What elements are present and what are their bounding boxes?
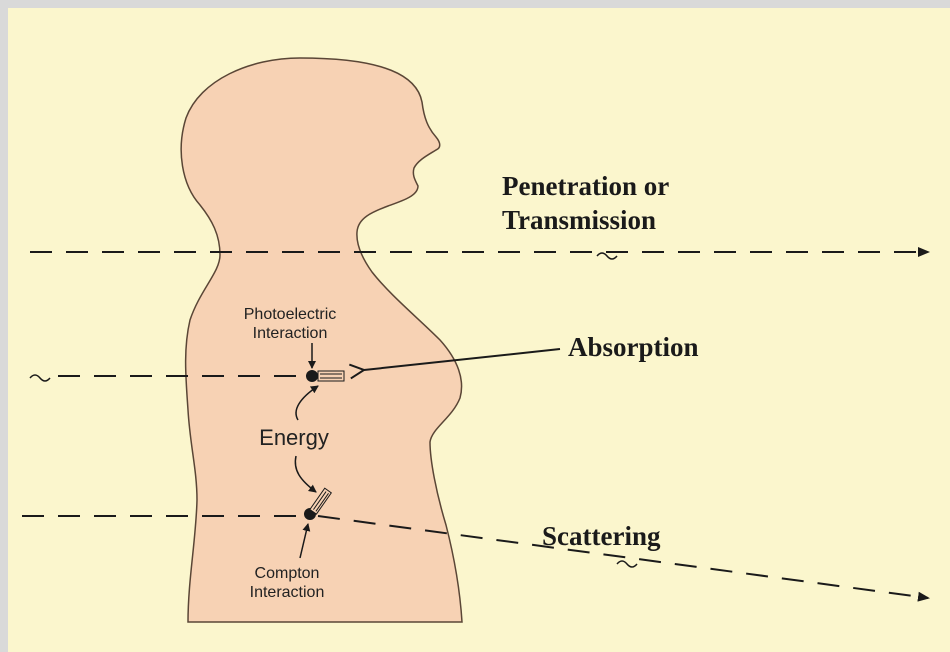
energy-label: Energy [259,425,329,450]
compton-label-line1: Compton [255,565,320,582]
photoelectric-label-line1: Photoelectric [244,306,337,323]
compton-label-line2: Interaction [250,584,325,601]
photoelectric-atom [306,370,318,382]
penetration-label-line1: Penetration or [502,171,669,201]
scattering-label: Scattering [542,521,661,551]
penetration-label-line2: Transmission [502,205,656,235]
background-panel [8,8,950,652]
photoelectron-track [318,371,344,381]
absorption-label: Absorption [568,332,699,362]
photoelectric-label-line2: Interaction [253,325,328,342]
